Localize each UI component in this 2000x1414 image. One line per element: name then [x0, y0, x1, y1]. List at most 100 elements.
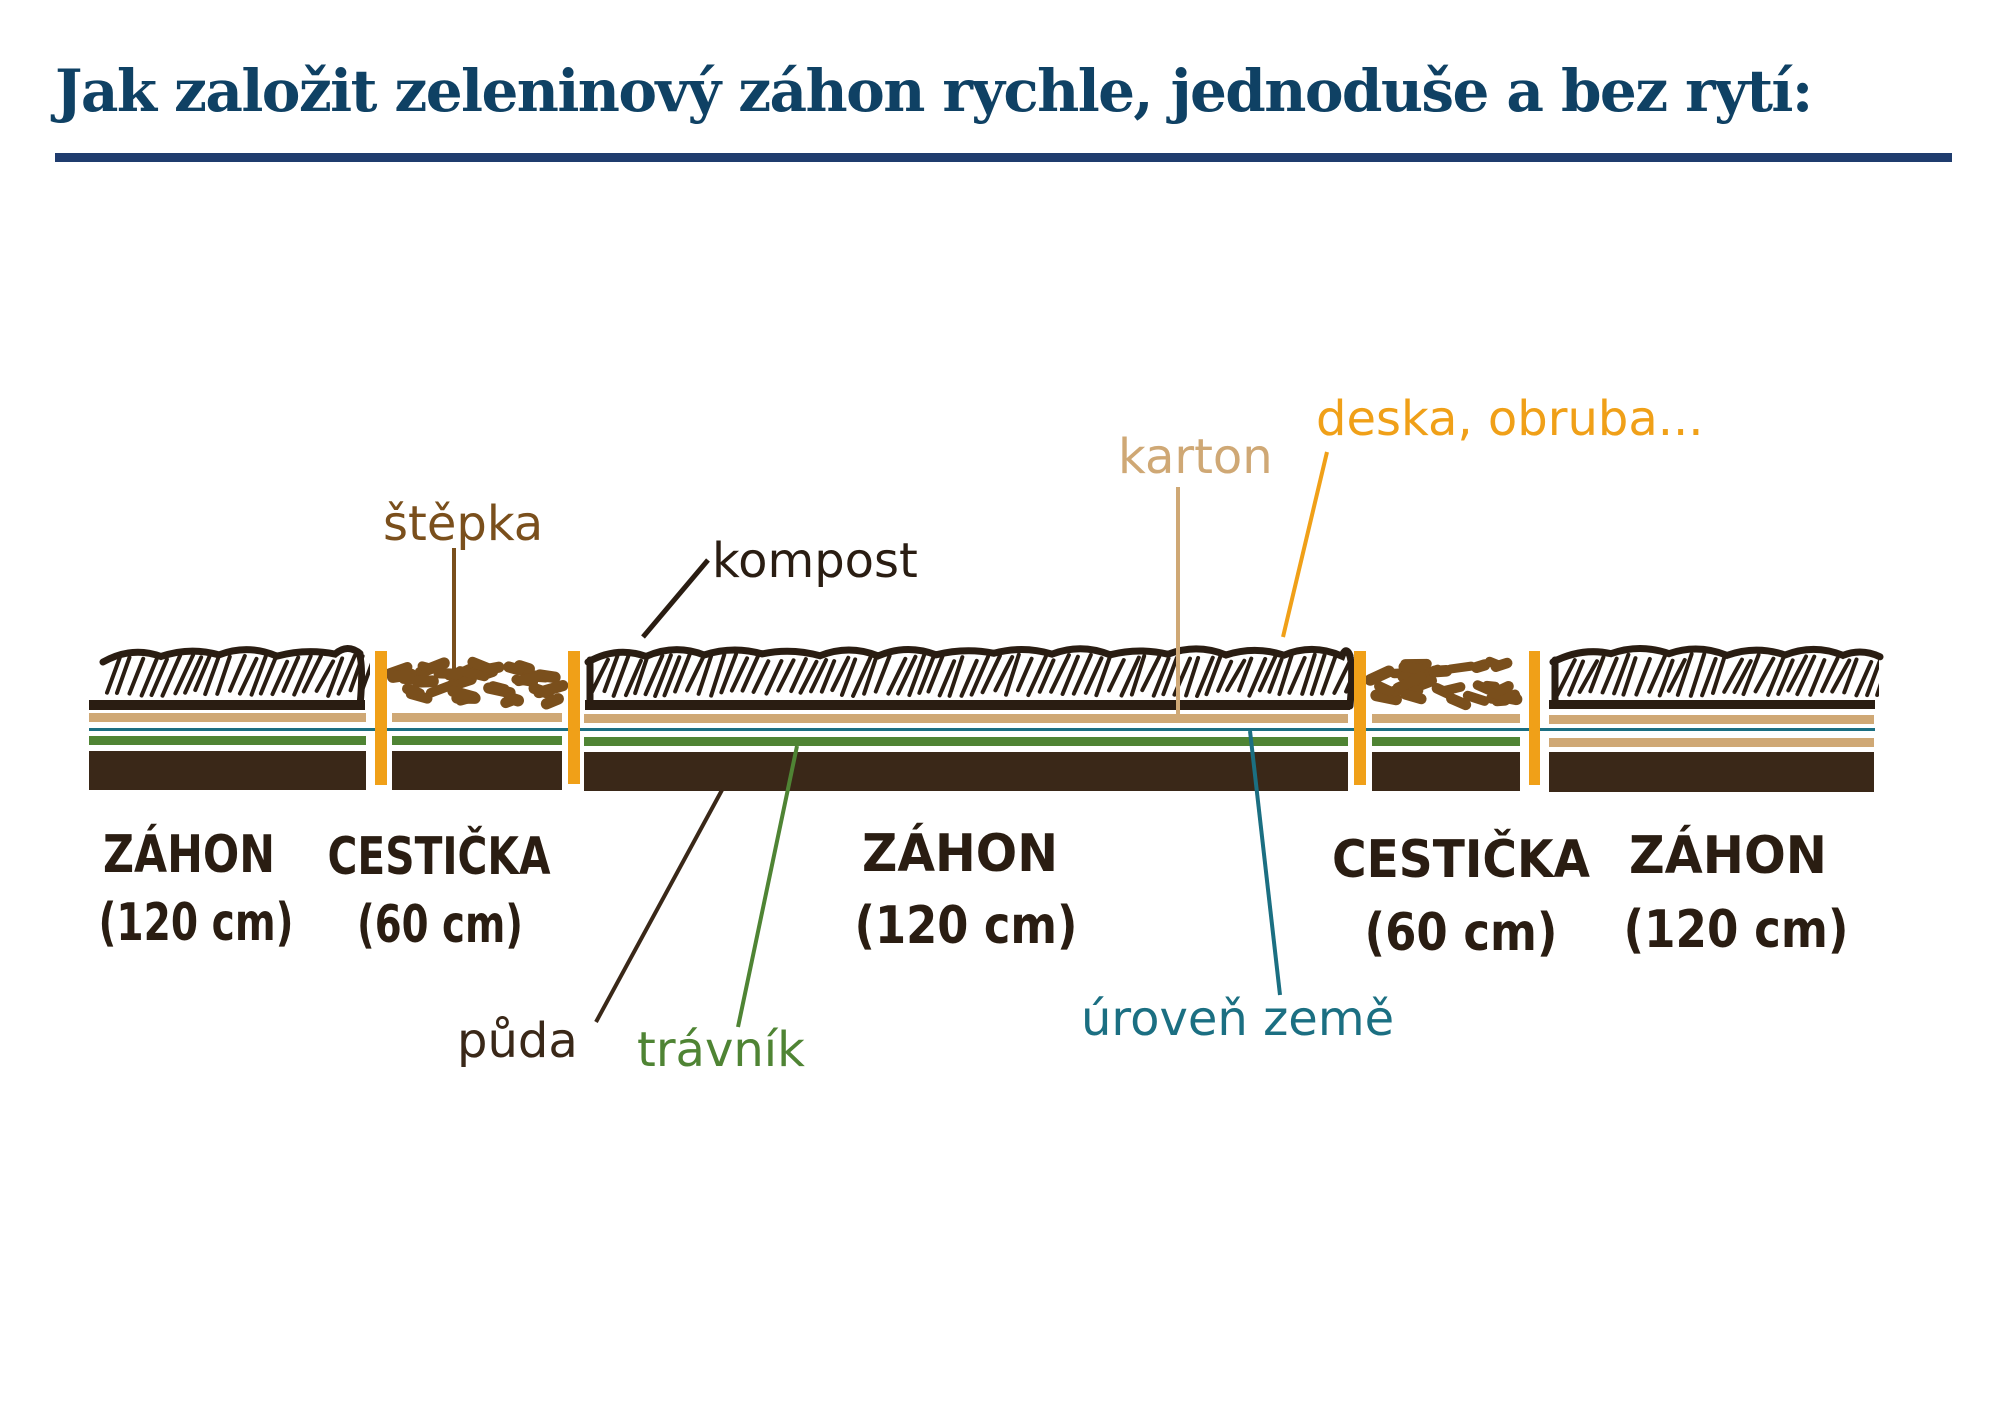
lawn-layer	[392, 736, 562, 745]
wood-chip	[455, 666, 490, 682]
wood-chip	[483, 682, 516, 699]
section-label-5: ZÁHON (120 cm)	[1624, 825, 1849, 960]
wood-chip	[467, 656, 499, 676]
compost-layer	[99, 645, 370, 710]
section-name: ZÁHON	[103, 824, 275, 885]
wood-chip	[1446, 693, 1472, 711]
bed-section-1	[89, 645, 370, 790]
board-post-1	[375, 651, 387, 785]
wood-chip	[503, 661, 525, 676]
board-post-2	[568, 651, 580, 784]
ground-level-pointer	[1248, 730, 1282, 996]
wood-chip	[1472, 680, 1493, 695]
wood-chip	[1398, 661, 1426, 675]
cardboard-label: karton	[1118, 429, 1273, 485]
section-width: (60 cm)	[357, 895, 523, 955]
wood-chip	[1392, 671, 1427, 694]
lawn-layer	[584, 737, 1348, 746]
wood-chip	[540, 693, 564, 710]
cardboard-layer	[89, 713, 366, 722]
lawn-pointer	[736, 745, 799, 1028]
soil-label: půda	[457, 1013, 578, 1069]
cardboard-layer	[1372, 714, 1520, 723]
compost-layer	[584, 645, 1356, 710]
section-name: CESTIČKA	[1332, 828, 1590, 890]
section-label-2: CESTIČKA (60 cm)	[328, 825, 551, 955]
wood-chip	[503, 692, 525, 707]
section-width: (120 cm)	[855, 896, 1078, 956]
wood-chip	[1494, 680, 1514, 696]
compost-edge	[1344, 648, 1356, 710]
board-label: deska, obruba...	[1316, 391, 1704, 447]
wood-chip	[513, 671, 543, 687]
compost-layer	[1549, 645, 1884, 708]
compost-outline	[99, 645, 364, 666]
page-title: Jak založit zeleninový záhon rychle, jed…	[55, 57, 1813, 125]
section-name: CESTIČKA	[328, 825, 551, 887]
soil-pointer	[594, 789, 724, 1023]
wood-chip	[1484, 656, 1503, 670]
wood-chip	[533, 679, 569, 699]
path-section-2	[1364, 656, 1523, 791]
wood-chip	[433, 667, 464, 680]
compost-edge	[354, 648, 366, 710]
compost-outline	[584, 645, 1354, 666]
wood-chip	[1462, 690, 1490, 706]
cardboard-layer	[1549, 715, 1874, 724]
section-width: (60 cm)	[1365, 903, 1558, 963]
compost-base-bar	[1549, 700, 1875, 709]
title-underline	[55, 153, 1952, 162]
compost-hatching	[1555, 652, 1879, 698]
wood-chip	[1445, 661, 1476, 674]
section-width: (120 cm)	[99, 893, 294, 953]
wood-chip	[1414, 674, 1438, 691]
wood-chip	[1399, 688, 1427, 705]
lawn-layer	[89, 736, 366, 745]
cardboard-layer	[584, 714, 1348, 723]
board-post-3	[1354, 651, 1366, 785]
board-pointer	[1281, 451, 1329, 638]
section-label-1: ZÁHON (120 cm)	[99, 824, 294, 953]
compost-hatching	[590, 652, 1355, 698]
soil-layer	[584, 752, 1348, 791]
section-name: ZÁHON	[862, 823, 1058, 884]
wood-chip	[447, 685, 480, 703]
compost-base-bar	[585, 700, 1350, 710]
wood-chip	[386, 668, 417, 683]
wood-chips-layer	[1364, 656, 1523, 711]
board-post-4	[1529, 651, 1540, 785]
section-label-3: ZÁHON (120 cm)	[855, 823, 1078, 956]
compost-label: kompost	[712, 533, 918, 589]
soil-layer	[392, 751, 562, 790]
bed-section-2	[584, 645, 1356, 791]
ground-level-label: úroveň země	[1081, 991, 1394, 1047]
wood-chip	[1431, 683, 1454, 699]
section-width: (120 cm)	[1624, 900, 1849, 960]
wood-chip	[1370, 689, 1402, 706]
wood-chip	[417, 661, 435, 673]
compost-base-bar	[89, 700, 365, 710]
soil-layer	[1549, 752, 1874, 792]
compost-hatching	[105, 652, 370, 698]
soil-layer	[89, 751, 366, 790]
soil-layer	[1372, 752, 1520, 791]
path-section-1	[384, 656, 569, 790]
bed-section-3	[1549, 645, 1884, 792]
wood-chip	[1364, 665, 1395, 686]
compost-pointer	[641, 558, 710, 639]
wood-chip	[1402, 683, 1424, 696]
cardboard-layer-lower	[1549, 738, 1874, 747]
lawn-layer	[1372, 737, 1520, 746]
wood-chip	[425, 679, 459, 698]
cardboard-layer	[392, 713, 562, 722]
section-label-4: CESTIČKA (60 cm)	[1332, 828, 1590, 963]
wood-chips-layer	[384, 656, 569, 710]
wood-chip	[405, 688, 433, 704]
wood-chip	[1428, 664, 1453, 678]
wood-chip	[1470, 659, 1491, 674]
compost-outline	[1549, 645, 1884, 666]
lawn-label: trávník	[637, 1022, 805, 1078]
wood-chip	[1374, 681, 1395, 697]
wood-chips-label: štěpka	[383, 496, 543, 552]
